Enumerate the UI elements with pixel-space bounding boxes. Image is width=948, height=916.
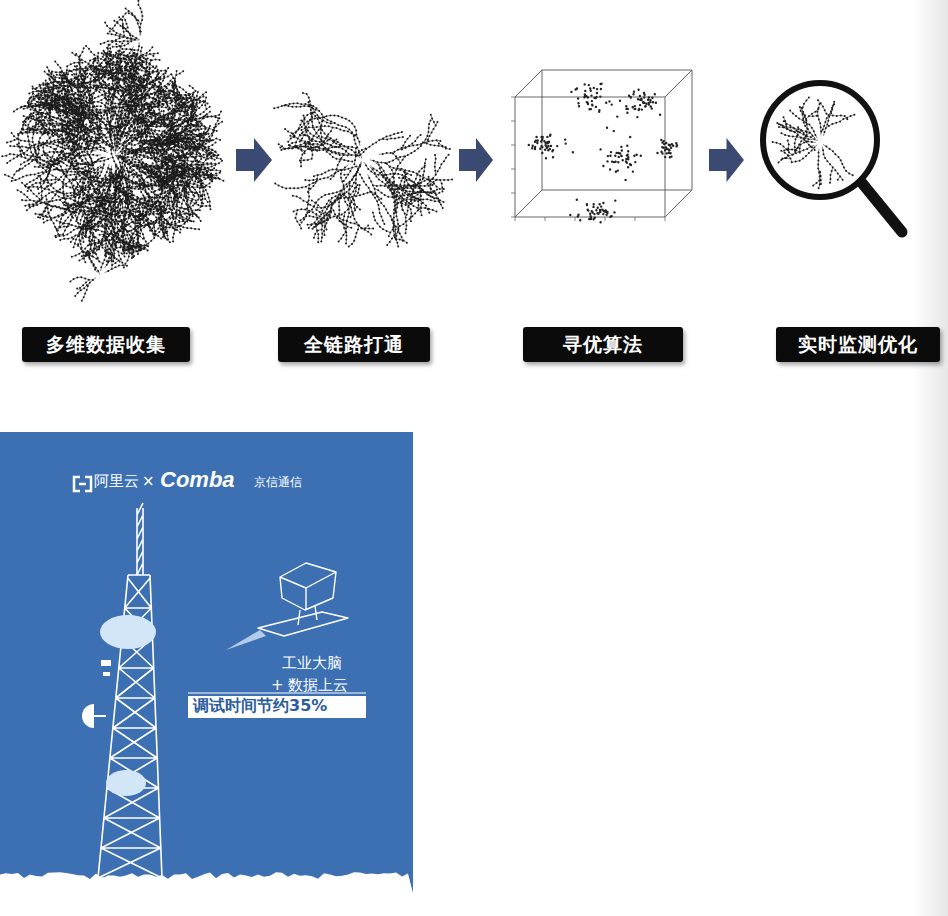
step-label: 寻优算法 [563,332,643,358]
brand-name: 阿里云 [94,472,139,490]
flow-arrow [236,138,272,182]
antenna-dish [106,770,146,796]
lens-content [772,96,856,189]
magnifier-rim [763,83,877,197]
process-step: 全链路打通 [276,0,455,370]
scatter-points [528,83,679,224]
tree-dots [772,96,856,189]
branch-network [273,92,453,248]
poster-background [0,432,413,893]
process-step: 实时监测优化 [748,0,944,370]
poster-panel: 调试时间节约35% 阿里云× Comba 京信通信工业大脑 + 数据上云 [0,432,413,893]
dense-data-cloud [1,0,224,302]
tree-branches [70,245,127,300]
label-box: 寻优算法 [523,327,683,362]
step-label: 全链路打通 [304,332,404,358]
label-box: 多维数据收集 [22,327,190,362]
scatter-cube [511,70,692,223]
motion-trail [226,630,266,650]
magnifier [763,83,902,232]
brand-name: 京信通信 [254,475,302,489]
tree-dots [273,92,453,248]
process-step: 多维数据收集 [0,0,232,370]
tree-branches [101,1,154,77]
tagline: + 数据上云 [271,676,348,694]
cross-sign: × [142,472,155,490]
edge-shade [912,0,948,916]
tagline: 工业大脑 [282,654,342,672]
flow-arrow [459,138,493,182]
tower-box [101,660,111,666]
tower-lattice [98,503,162,878]
tree-dots [69,244,128,301]
poster-art [0,432,413,893]
cube-ticks [511,97,665,221]
aliyun-icon [74,477,91,491]
tower-box [103,672,110,676]
flow-arrow [709,138,744,182]
label-box: 实时监测优化 [776,327,940,362]
tree-dots [1,44,224,269]
snow-ground [0,872,413,893]
brand-name: Comba [160,467,235,493]
tree-branches [274,93,452,247]
antenna-dish [100,615,156,649]
tree-branches [773,97,855,188]
small-dish [82,704,94,728]
magnifier-handle [862,183,902,232]
highlight-text: 调试时间节约35% [188,696,366,716]
dish-arm [94,715,106,717]
tree-branches [2,45,223,268]
highlight-box: 调试时间节约35% [188,696,366,718]
tree-dots [100,0,155,78]
label-box: 全链路打通 [278,327,430,362]
process-step: 寻优算法 [497,0,705,370]
step-label: 实时监测优化 [798,332,918,358]
device-outline [258,563,348,636]
step-label: 多维数据收集 [46,332,166,358]
